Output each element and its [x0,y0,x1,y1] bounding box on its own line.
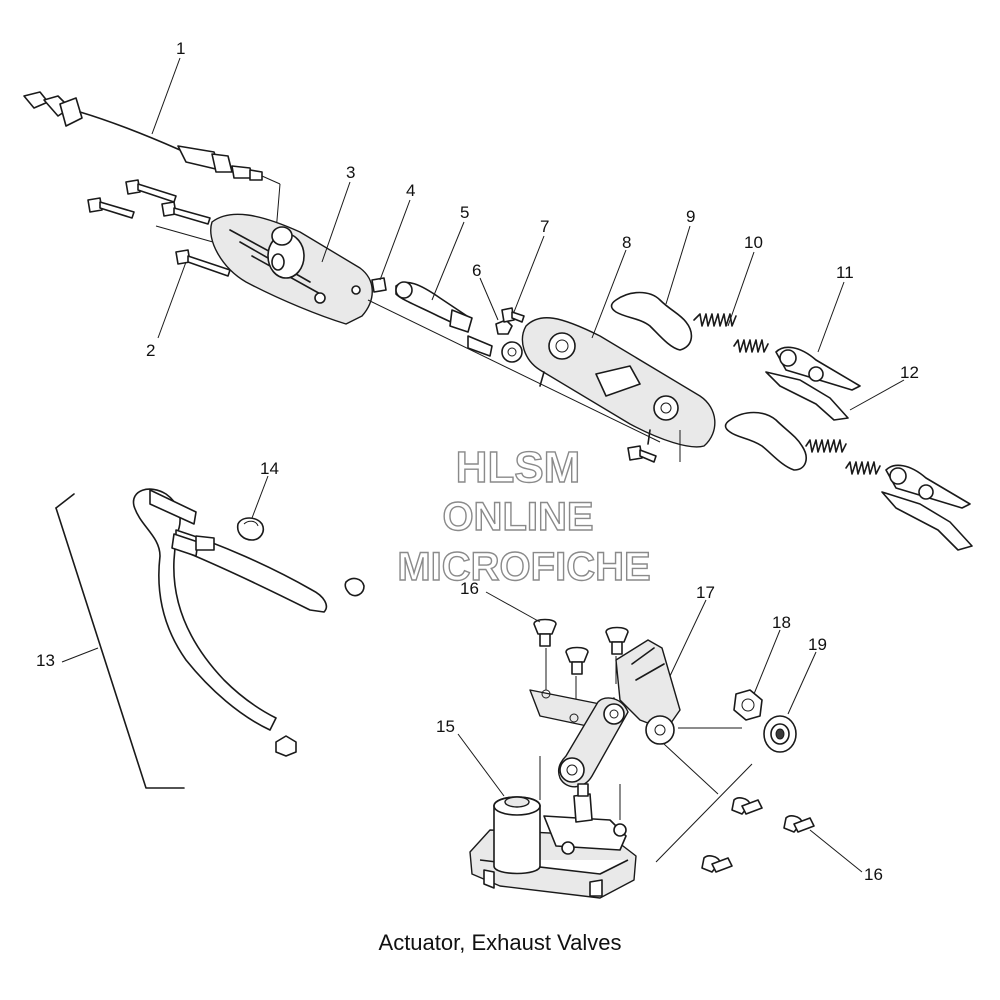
callout-5: 5 [460,203,469,222]
leader-lines [61,57,905,873]
callout-16-top: 16 [460,579,479,598]
hose-clamp [275,577,365,757]
part-17-bracket [529,639,742,795]
callout-18: 18 [772,613,791,632]
callout-15: 15 [436,717,455,736]
watermark-line-3: MICROFICHE [397,545,650,589]
callout-7: 7 [540,217,549,236]
callout-13: 13 [36,651,55,670]
callout-1: 1 [176,39,185,58]
callout-4: 4 [406,181,415,200]
callout-9: 9 [686,207,695,226]
part-11-lever [775,346,971,509]
part-12-lever [765,371,973,551]
part-10-springs [693,313,881,475]
part-19-grommet [763,715,797,753]
part-4-pin [371,277,387,293]
callout-labels: 1 2 3 4 5 6 7 8 9 10 11 12 13 14 15 16 1… [36,39,919,884]
part-16-screws-bottom [655,763,815,873]
callout-10: 10 [744,233,763,252]
callout-12: 12 [900,363,919,382]
part-15-actuator [469,756,637,899]
part-16-screws-top [533,618,629,716]
callout-16-bottom: 16 [864,865,883,884]
callout-11: 11 [836,263,854,282]
watermark-line-1: HLSM [456,443,581,492]
part-1-cable [23,91,281,233]
part-8-bracket [521,317,716,448]
part-2-bolts [87,179,367,301]
part-5-link [395,281,523,363]
part-3-housing [210,213,373,325]
part-18-nut [733,689,763,721]
callout-2: 2 [146,341,155,360]
diagram-caption: Actuator, Exhaust Valves [378,930,622,955]
callout-8: 8 [622,233,631,252]
part-13-hose [55,488,328,789]
callout-19: 19 [808,635,827,654]
part-14-clamp [236,517,265,541]
part-7-screw [501,307,525,323]
callout-17: 17 [696,583,715,602]
callout-3: 3 [346,163,355,182]
part-9-gasket [610,291,807,471]
watermark-line-2: ONLINE [442,495,593,539]
watermark: HLSM ONLINE MICROFICHE [397,442,652,589]
callout-6: 6 [472,261,481,280]
callout-14: 14 [260,459,279,478]
